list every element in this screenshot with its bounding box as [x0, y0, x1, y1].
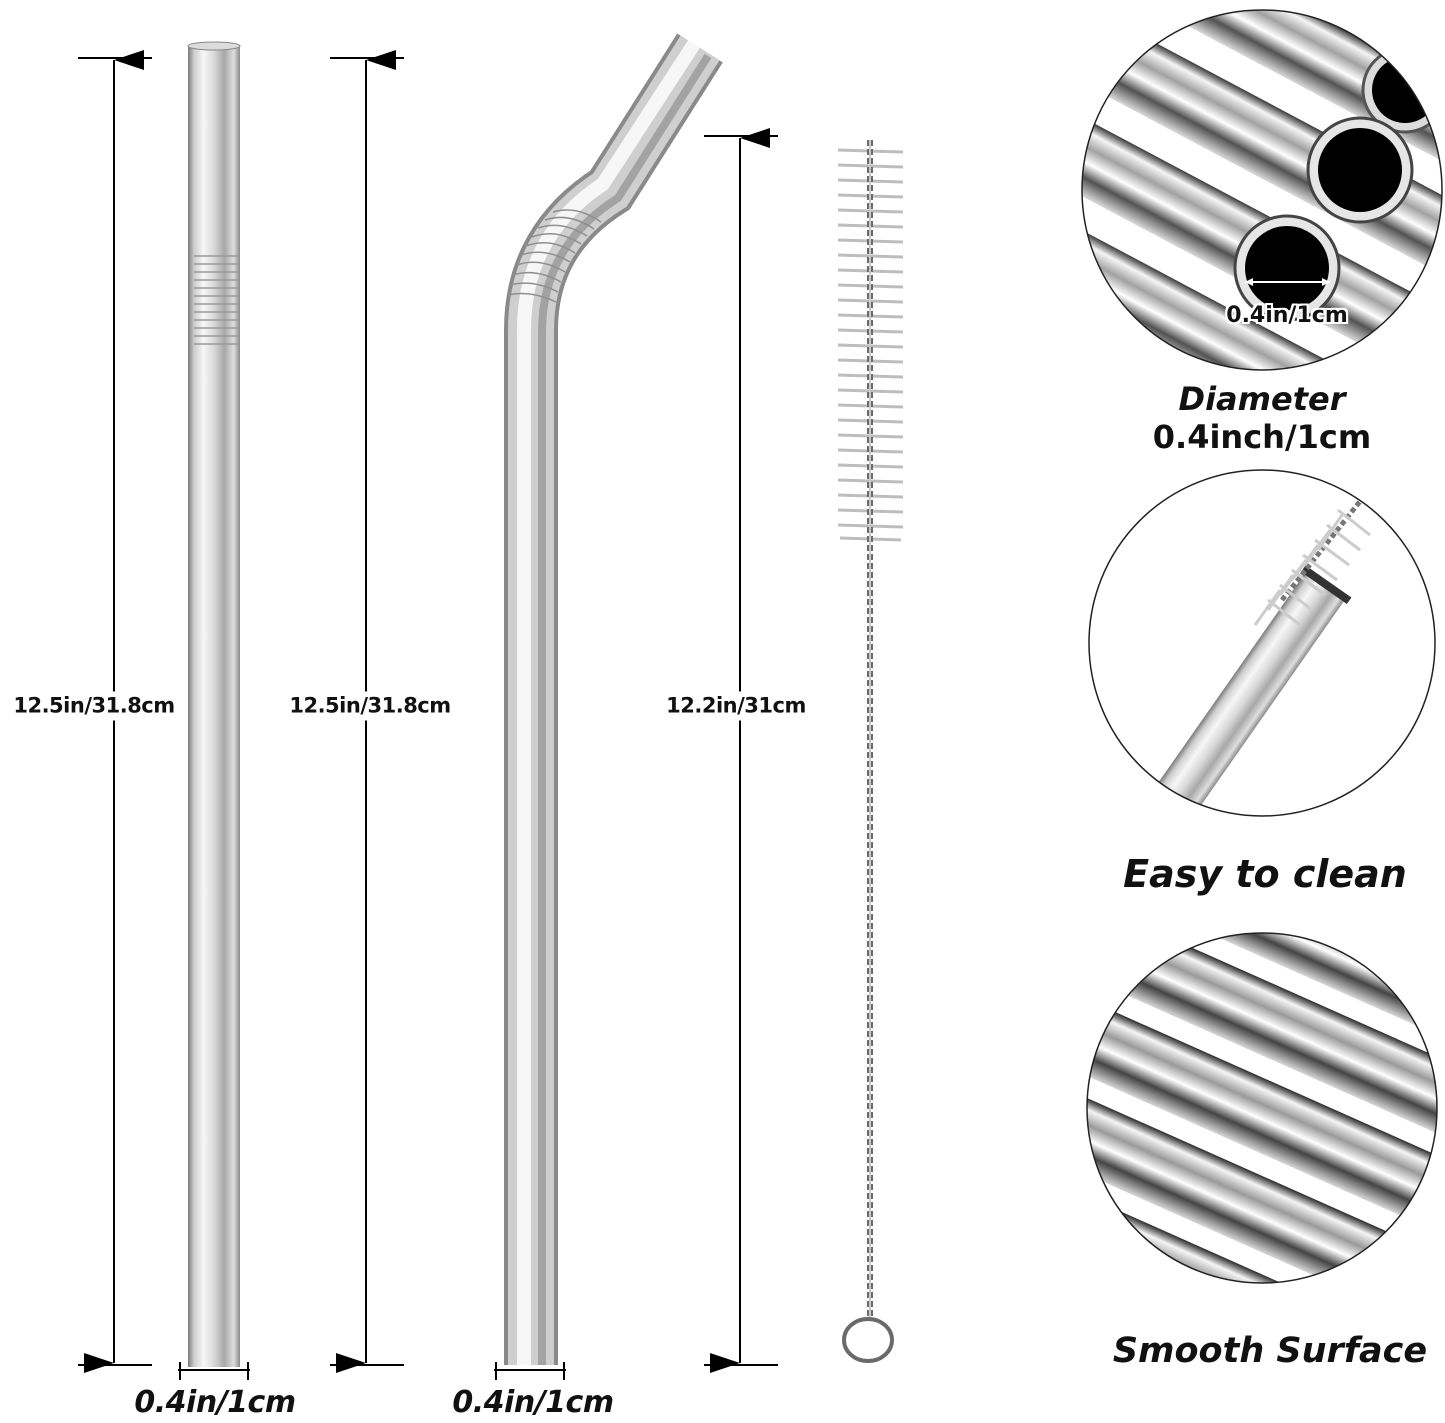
bent-straw [494, 33, 723, 1380]
straw-2-length-label: 12.5in/31.8cm [289, 691, 451, 721]
straw-2-width-label: 0.4in/1cm [452, 1385, 614, 1420]
diameter-value: 0.4inch/1cm [1152, 418, 1372, 456]
smooth-surface-title: Smooth Surface [1112, 1331, 1428, 1371]
easy-to-clean-title: Easy to clean [1123, 852, 1407, 896]
diameter-inset [1081, 9, 1443, 371]
straight-straw [178, 41, 250, 1380]
straw-end-icon [1088, 469, 1436, 817]
bent-straw-length-label: 12.2in/31cm [666, 691, 806, 721]
straw-1-width-label: 0.4in/1cm [134, 1385, 296, 1420]
dimension-arrow-icon [704, 128, 778, 1373]
diameter-title: Diameter [1178, 380, 1346, 418]
smooth-surface-inset [1086, 932, 1438, 1284]
diameter-inset-label: 0.4in/1cm [1226, 303, 1348, 328]
straw-1-length-label: 12.5in/31.8cm [13, 691, 175, 721]
cleaning-brush-icon [837, 140, 904, 1363]
